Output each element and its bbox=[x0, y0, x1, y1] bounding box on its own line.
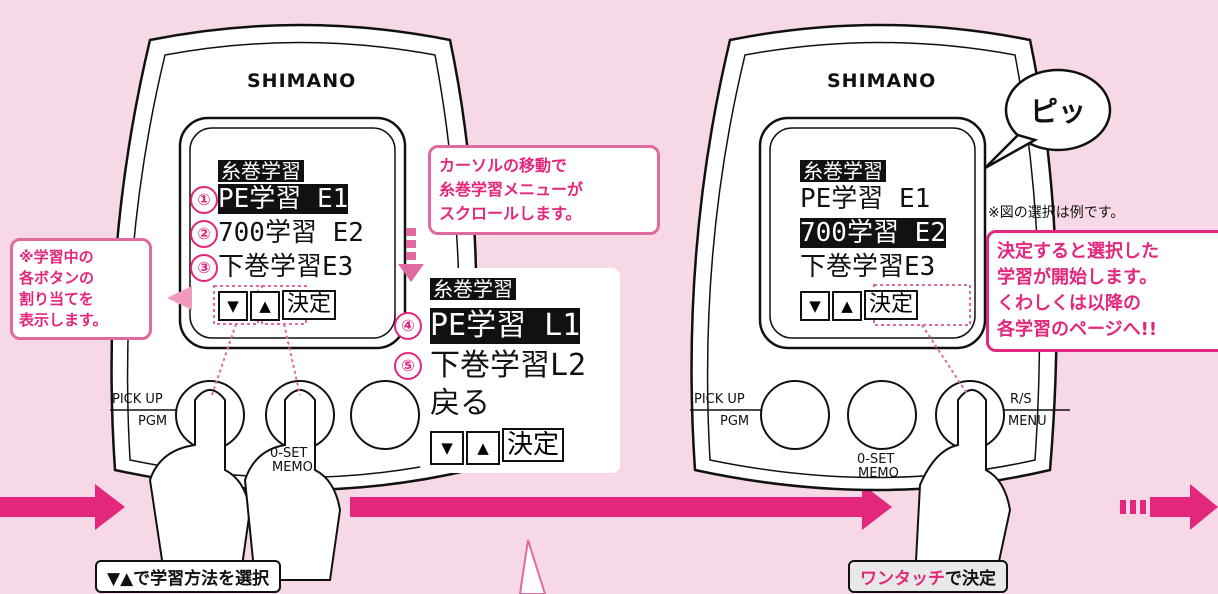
pickup-label: PICK UP bbox=[112, 392, 163, 407]
callout-start-line: 各学習のページへ!! bbox=[997, 319, 1158, 340]
right-lcd-title: 糸巻学習 bbox=[800, 160, 886, 182]
beep-text: ピッ bbox=[1030, 95, 1087, 128]
flow-arrow-middle bbox=[350, 484, 892, 530]
ok-key-label: 決定 bbox=[864, 290, 919, 320]
row-number-4: ④ bbox=[394, 312, 422, 340]
left-lcd-keys: ▼▲決定 bbox=[218, 290, 337, 321]
callout-cursor: カーソルの移動で 糸巻学習メニューが スクロールします。 bbox=[428, 145, 660, 235]
right-lcd-row-2: 700学習 E2 bbox=[800, 218, 946, 248]
up-key-icon: ▲ bbox=[832, 291, 862, 321]
scroll-row-2: 下巻学習L2 bbox=[430, 348, 587, 383]
callout-start: 決定すると選択した 学習が開始します。 くわしくは以降の 各学習のページへ!! bbox=[986, 230, 1218, 352]
down-key-icon: ▼ bbox=[430, 431, 464, 465]
down-key-icon: ▼ bbox=[218, 291, 248, 321]
ok-key-label: 決定 bbox=[502, 428, 565, 462]
zero-set-memo-button[interactable] bbox=[268, 383, 334, 449]
scroll-panel: 糸巻学習 ④ PE学習 L1 ⑤ 下巻学習L2 戻る ▼▲決定 bbox=[394, 268, 620, 473]
memo-label: MEMO bbox=[272, 460, 313, 475]
callout-start-line: くわしくは以降の bbox=[997, 293, 1141, 314]
right-lcd-keys: ▼▲決定 bbox=[800, 290, 919, 321]
scroll-panel-title: 糸巻学習 bbox=[430, 278, 516, 300]
zero-set-memo-button[interactable] bbox=[849, 383, 915, 449]
left-lcd-row-2: 700学習 E2 bbox=[218, 218, 364, 248]
flow-arrow-right bbox=[1120, 484, 1218, 530]
callout-pointer bbox=[167, 286, 192, 310]
scroll-arrow bbox=[398, 228, 424, 282]
left-lcd-row-1: PE学習 E1 bbox=[218, 184, 349, 214]
zero-set-label: 0-SET bbox=[270, 446, 308, 461]
left-lcd-row-3: 下巻学習E3 bbox=[218, 252, 354, 282]
rs-menu-button[interactable] bbox=[937, 383, 1003, 449]
callout-assign: ※学習中の 各ボタンの 割り当てを 表示します。 bbox=[10, 238, 152, 340]
right-lcd-row-3: 下巻学習E3 bbox=[800, 252, 936, 282]
pgm-label: PGM bbox=[720, 414, 750, 429]
pickup-pgm-button[interactable] bbox=[762, 383, 828, 449]
callout-assign-line: 表示します。 bbox=[19, 311, 108, 329]
memo-label: MEMO bbox=[858, 466, 899, 481]
example-note: ※図の選択は例です。 bbox=[988, 205, 1125, 221]
finger-right bbox=[913, 389, 1012, 581]
left-lcd-title: 糸巻学習 bbox=[218, 160, 304, 182]
callout-start-line: 学習が開始します。 bbox=[997, 267, 1158, 288]
pickup-pgm-button[interactable] bbox=[178, 383, 244, 449]
up-key-icon: ▲ bbox=[466, 431, 500, 465]
confirm-instruction: ワンタッチで決定 bbox=[848, 560, 1008, 593]
zero-set-label: 0-SET bbox=[857, 452, 895, 467]
callout-cursor-line: カーソルの移動で bbox=[439, 156, 568, 175]
row-number-3: ③ bbox=[190, 254, 218, 282]
callout-assign-line: 各ボタンの bbox=[19, 269, 95, 287]
row-number-1: ① bbox=[190, 186, 218, 214]
row-number-5: ⑤ bbox=[394, 352, 422, 380]
callout-start-line: 決定すると選択した bbox=[997, 241, 1159, 262]
rs-label: R/S bbox=[1010, 392, 1032, 407]
brand-logo-right: SHIMANO bbox=[827, 70, 937, 92]
rs-menu-button-left[interactable] bbox=[353, 383, 419, 449]
ok-key-label: 決定 bbox=[282, 290, 337, 320]
scroll-row-3: 戻る bbox=[430, 386, 490, 421]
menu-label: MENU bbox=[1008, 414, 1047, 429]
scroll-row-1: PE学習 L1 bbox=[430, 308, 581, 344]
pgm-label: PGM bbox=[138, 414, 168, 429]
callout-cursor-line: 糸巻学習メニューが bbox=[439, 180, 584, 199]
brand-logo-left: SHIMANO bbox=[247, 70, 357, 92]
up-key-icon: ▲ bbox=[250, 291, 280, 321]
select-instruction: ▼▲で学習方法を選択 bbox=[95, 560, 282, 593]
down-key-icon: ▼ bbox=[800, 291, 830, 321]
right-lcd-row-1: PE学習 E1 bbox=[800, 184, 931, 214]
finger-left-2 bbox=[243, 389, 342, 581]
callout-cursor-line: スクロールします。 bbox=[439, 204, 582, 223]
beep-bubble bbox=[984, 68, 1112, 170]
row-number-2: ② bbox=[190, 220, 218, 248]
flow-arrow-left bbox=[0, 484, 125, 530]
callout-assign-line: ※学習中の bbox=[19, 248, 94, 266]
confirm-instruction-bold: ワンタッチ bbox=[860, 569, 945, 589]
confirm-instruction-rest: で決定 bbox=[945, 569, 996, 589]
pickup-label: PICK UP bbox=[694, 392, 745, 407]
scroll-panel-keys: ▼▲決定 bbox=[430, 428, 565, 465]
callout-assign-line: 割り当てを bbox=[19, 290, 94, 308]
